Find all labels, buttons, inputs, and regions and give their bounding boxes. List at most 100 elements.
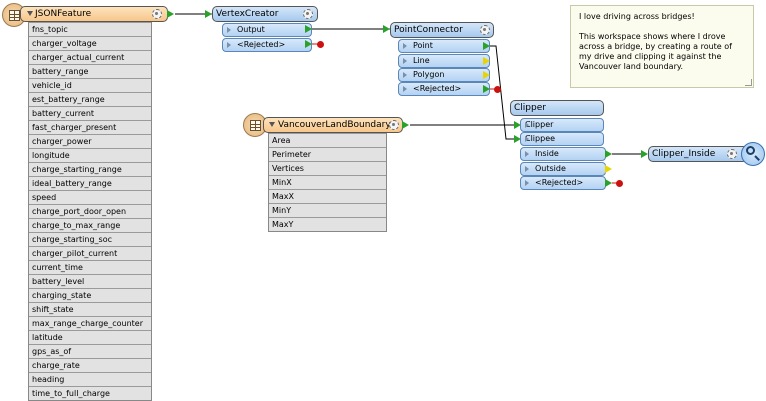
- attribute-row: longitude: [29, 148, 151, 162]
- gear-icon[interactable]: [152, 9, 162, 19]
- clipper-inside-pin[interactable]: [605, 150, 612, 158]
- rejected-dot: [616, 180, 623, 187]
- pointconnector-title: PointConnector: [394, 25, 463, 35]
- port-label: Polygon: [413, 70, 445, 79]
- pointconnector-polygon-pin[interactable]: [483, 71, 490, 79]
- vertexcreator-rejected-pin[interactable]: [305, 40, 312, 48]
- attribute-row: battery_range: [29, 64, 151, 78]
- pointconnector-point-pin[interactable]: [483, 42, 490, 50]
- pointconnector-rejected-pin[interactable]: [483, 85, 490, 93]
- vertexcreator-output-pin[interactable]: [305, 25, 312, 33]
- attribute-row: Area: [269, 133, 386, 147]
- collapse-arrow-icon[interactable]: [269, 122, 275, 127]
- attribute-row: ideal_battery_range: [29, 176, 151, 190]
- attribute-row: gps_as_of: [29, 344, 151, 358]
- annotation-line-1: I love driving across bridges!: [579, 12, 695, 21]
- gear-icon[interactable]: [389, 120, 399, 130]
- clipper-port-rejected[interactable]: <Rejected>: [520, 176, 606, 190]
- link-pointconnector-clipper: [490, 45, 514, 140]
- port-label: Clipper: [525, 120, 554, 129]
- port-label: <Rejected>: [413, 84, 462, 93]
- gear-icon[interactable]: [303, 9, 313, 19]
- magnifier-icon[interactable]: [741, 142, 765, 166]
- attribute-row: charge_rate: [29, 358, 151, 372]
- attribute-row: Vertices: [269, 161, 386, 175]
- attribute-row: heading: [29, 372, 151, 386]
- clipper-port-clipper[interactable]: Clipper: [520, 118, 604, 132]
- jsonfeature-header[interactable]: JSONFeature: [20, 6, 168, 22]
- jsonfeature-title: JSONFeature: [35, 9, 92, 19]
- clipper-inside-input-pin[interactable]: [641, 150, 648, 158]
- attribute-row: MinX: [269, 175, 386, 189]
- attribute-row: charge_starting_soc: [29, 232, 151, 246]
- attribute-row: vehicle_id: [29, 78, 151, 92]
- vancouver-output-port[interactable]: [402, 121, 409, 129]
- gear-icon[interactable]: [727, 149, 737, 159]
- vertexcreator-header[interactable]: VertexCreator: [212, 6, 318, 22]
- vertexcreator-port-rejected[interactable]: <Rejected>: [222, 38, 312, 52]
- vertexcreator-port-output[interactable]: Output: [222, 23, 312, 37]
- attribute-row: charge_starting_range: [29, 162, 151, 176]
- rejected-dot: [494, 86, 501, 93]
- clipper-title: Clipper: [514, 103, 546, 113]
- attribute-row: fast_charger_present: [29, 120, 151, 134]
- pointconnector-port-point[interactable]: Point: [398, 39, 490, 53]
- clipper-inside-header[interactable]: Clipper_Inside: [648, 146, 748, 162]
- port-label: <Rejected>: [535, 178, 584, 187]
- attribute-row: fns_topic: [29, 22, 151, 36]
- attribute-row: battery_current: [29, 106, 151, 120]
- attribute-row: charger_actual_current: [29, 50, 151, 64]
- port-label: Line: [413, 56, 430, 65]
- collapse-arrow-icon[interactable]: [27, 11, 33, 16]
- vertexcreator-title: VertexCreator: [216, 9, 279, 19]
- attribute-row: charger_pilot_current: [29, 246, 151, 260]
- clipper-rejected-pin[interactable]: [605, 179, 612, 187]
- clipper-port-clippee[interactable]: Clippee: [520, 132, 604, 146]
- pointconnector-input-port[interactable]: [383, 25, 390, 33]
- attribute-row: charger_power: [29, 134, 151, 148]
- attribute-row: est_battery_range: [29, 92, 151, 106]
- pointconnector-port-line[interactable]: Line: [398, 54, 490, 68]
- attribute-row: max_range_charge_counter: [29, 316, 151, 330]
- port-label: <Rejected>: [237, 40, 286, 49]
- annotation-note[interactable]: I love driving across bridges! This work…: [570, 5, 754, 88]
- vertexcreator-input-port[interactable]: [205, 10, 212, 18]
- clipper-port-inside[interactable]: Inside: [520, 147, 606, 161]
- rejected-dot: [317, 41, 324, 48]
- attribute-row: Perimeter: [269, 147, 386, 161]
- vancouver-header[interactable]: VancouverLandBoundary: [263, 117, 403, 133]
- pointconnector-port-rejected[interactable]: <Rejected>: [398, 82, 490, 96]
- port-label: Outside: [535, 164, 566, 173]
- clipper-header[interactable]: Clipper: [510, 100, 604, 116]
- port-label: Inside: [535, 149, 559, 158]
- attribute-row: shift_state: [29, 302, 151, 316]
- clipper-input-clippee-pin[interactable]: [514, 135, 521, 143]
- gear-icon[interactable]: [480, 25, 490, 35]
- attribute-row: MaxX: [269, 189, 386, 203]
- attribute-row: charging_state: [29, 288, 151, 302]
- attribute-row: time_to_full_charge: [29, 386, 151, 400]
- pointconnector-header[interactable]: PointConnector: [390, 22, 494, 38]
- clipper-input-clipper-pin[interactable]: [514, 121, 521, 129]
- clipper-port-outside[interactable]: Outside: [520, 162, 606, 176]
- attribute-row: latitude: [29, 330, 151, 344]
- attribute-row: charger_voltage: [29, 36, 151, 50]
- attribute-row: MaxY: [269, 217, 386, 231]
- port-label: Output: [237, 25, 265, 34]
- port-label: Point: [413, 41, 433, 50]
- jsonfeature-output-port[interactable]: [167, 10, 174, 18]
- vancouver-title: VancouverLandBoundary: [278, 120, 391, 130]
- attribute-row: charge_to_max_range: [29, 218, 151, 232]
- resize-corner-icon[interactable]: [745, 79, 752, 86]
- attribute-row: speed: [29, 190, 151, 204]
- pointconnector-port-polygon[interactable]: Polygon: [398, 68, 490, 82]
- attribute-row: charge_port_door_open: [29, 204, 151, 218]
- pointconnector-line-pin[interactable]: [483, 57, 490, 65]
- attribute-row: MinY: [269, 203, 386, 217]
- clipper-inside-title: Clipper_Inside: [652, 149, 716, 159]
- attribute-row: current_time: [29, 260, 151, 274]
- clipper-outside-pin[interactable]: [605, 165, 612, 173]
